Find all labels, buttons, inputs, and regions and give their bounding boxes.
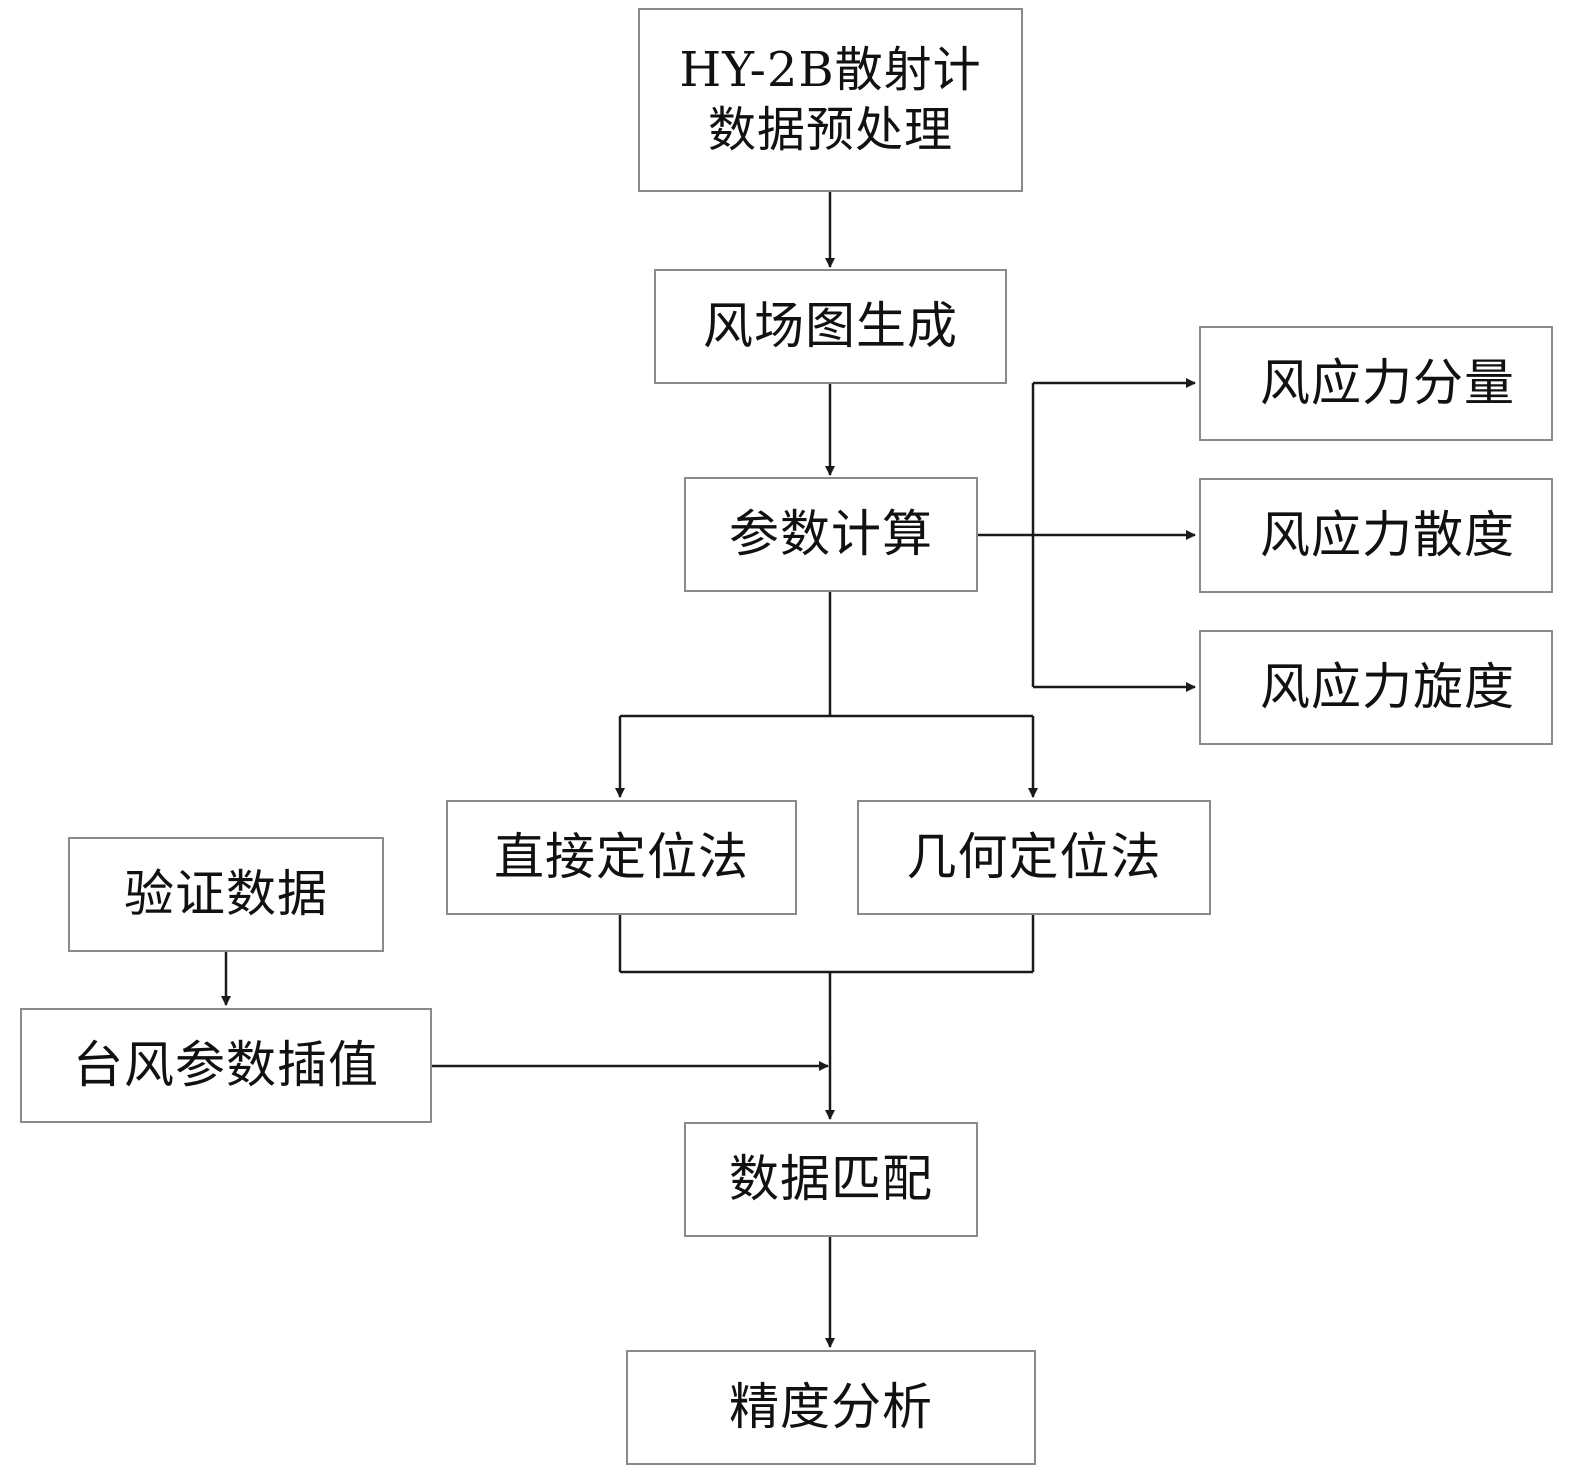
node-typhoon-interp-label: 台风参数插值	[73, 1036, 379, 1095]
node-accuracy-label: 精度分析	[729, 1378, 933, 1437]
node-windfield: 风场图生成	[654, 269, 1007, 384]
node-direct-locate: 直接定位法	[446, 800, 797, 915]
node-validation-data: 验证数据	[68, 837, 384, 952]
node-geometric-locate-label: 几何定位法	[906, 828, 1162, 887]
node-preprocess-line1: HY-2B散射计	[679, 42, 982, 98]
node-preprocess-line2: 数据预处理	[707, 102, 953, 158]
node-windfield-label: 风场图生成	[703, 297, 958, 356]
node-stress-divergence-label: 风应力散度	[1260, 506, 1515, 565]
node-typhoon-interp: 台风参数插值	[20, 1008, 432, 1123]
node-stress-curl: 风应力旋度	[1199, 630, 1553, 745]
node-stress-divergence: 风应力散度	[1199, 478, 1553, 593]
node-stress-curl-label: 风应力旋度	[1260, 658, 1515, 717]
node-param-calc-label: 参数计算	[729, 505, 933, 564]
node-preprocess: HY-2B散射计 数据预处理	[638, 8, 1023, 192]
node-geometric-locate: 几何定位法	[857, 800, 1211, 915]
node-accuracy: 精度分析	[626, 1350, 1036, 1465]
node-data-match-label: 数据匹配	[729, 1150, 933, 1209]
node-data-match: 数据匹配	[684, 1122, 978, 1237]
node-direct-locate-label: 直接定位法	[494, 828, 749, 887]
node-stress-component: 风应力分量	[1199, 326, 1553, 441]
node-stress-component-label: 风应力分量	[1260, 354, 1515, 413]
node-validation-data-label: 验证数据	[124, 865, 328, 924]
node-param-calc: 参数计算	[684, 477, 978, 592]
